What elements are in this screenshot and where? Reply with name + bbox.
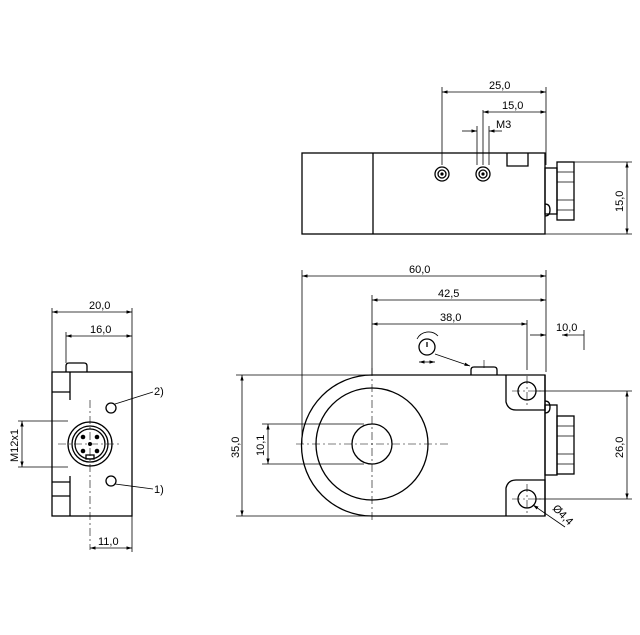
dim-top-m3: M3 (496, 119, 511, 131)
dim-front-height-35: 35,0 (230, 437, 242, 458)
side-view: 2) 1) 20,0 16,0 M12x1 11,0 (9, 300, 164, 552)
dim-hole-diameter: Ø4,4 (550, 503, 575, 528)
dim-front-60: 60,0 (409, 264, 430, 276)
top-connector (544, 161, 575, 221)
dim-front-38: 38,0 (440, 312, 461, 324)
dim-top-height-15: 15,0 (614, 191, 626, 212)
dim-side-20: 20,0 (89, 300, 110, 312)
dim-m12x1: M12x1 (9, 429, 21, 462)
dim-top-25: 25,0 (489, 80, 510, 92)
front-connector (544, 400, 575, 476)
led-indicator-2 (105, 402, 117, 414)
adjust-tab (470, 366, 498, 375)
dim-front-26: 26,0 (614, 437, 626, 458)
top-tab (506, 153, 529, 167)
callout-2: 2) (154, 386, 164, 398)
dim-side-16: 16,0 (90, 324, 111, 336)
callout-1: 1) (154, 484, 164, 496)
side-top-tab (65, 362, 88, 372)
front-housing (300, 374, 546, 517)
dim-front-10-1: 10,1 (255, 435, 267, 456)
top-housing (301, 152, 546, 235)
top-view: 25,0 15,0 M3 15,0 (301, 80, 632, 235)
top-screw-hole-2 (475, 166, 491, 182)
potentiometer-icon (416, 331, 471, 367)
top-screw-hole-1 (434, 166, 450, 182)
front-view: 60,0 42,5 38,0 10,0 35,0 10,1 26,0 Ø4,4 (230, 264, 632, 528)
dim-front-42-5: 42,5 (438, 288, 459, 300)
side-housing (51, 371, 133, 517)
dim-front-10: 10,0 (556, 322, 577, 334)
upper-mount-boss (505, 375, 546, 411)
dim-top-15: 15,0 (502, 100, 523, 112)
lower-mount-boss (505, 479, 546, 516)
led-indicator-1 (105, 475, 117, 487)
dim-side-11: 11,0 (98, 536, 119, 548)
